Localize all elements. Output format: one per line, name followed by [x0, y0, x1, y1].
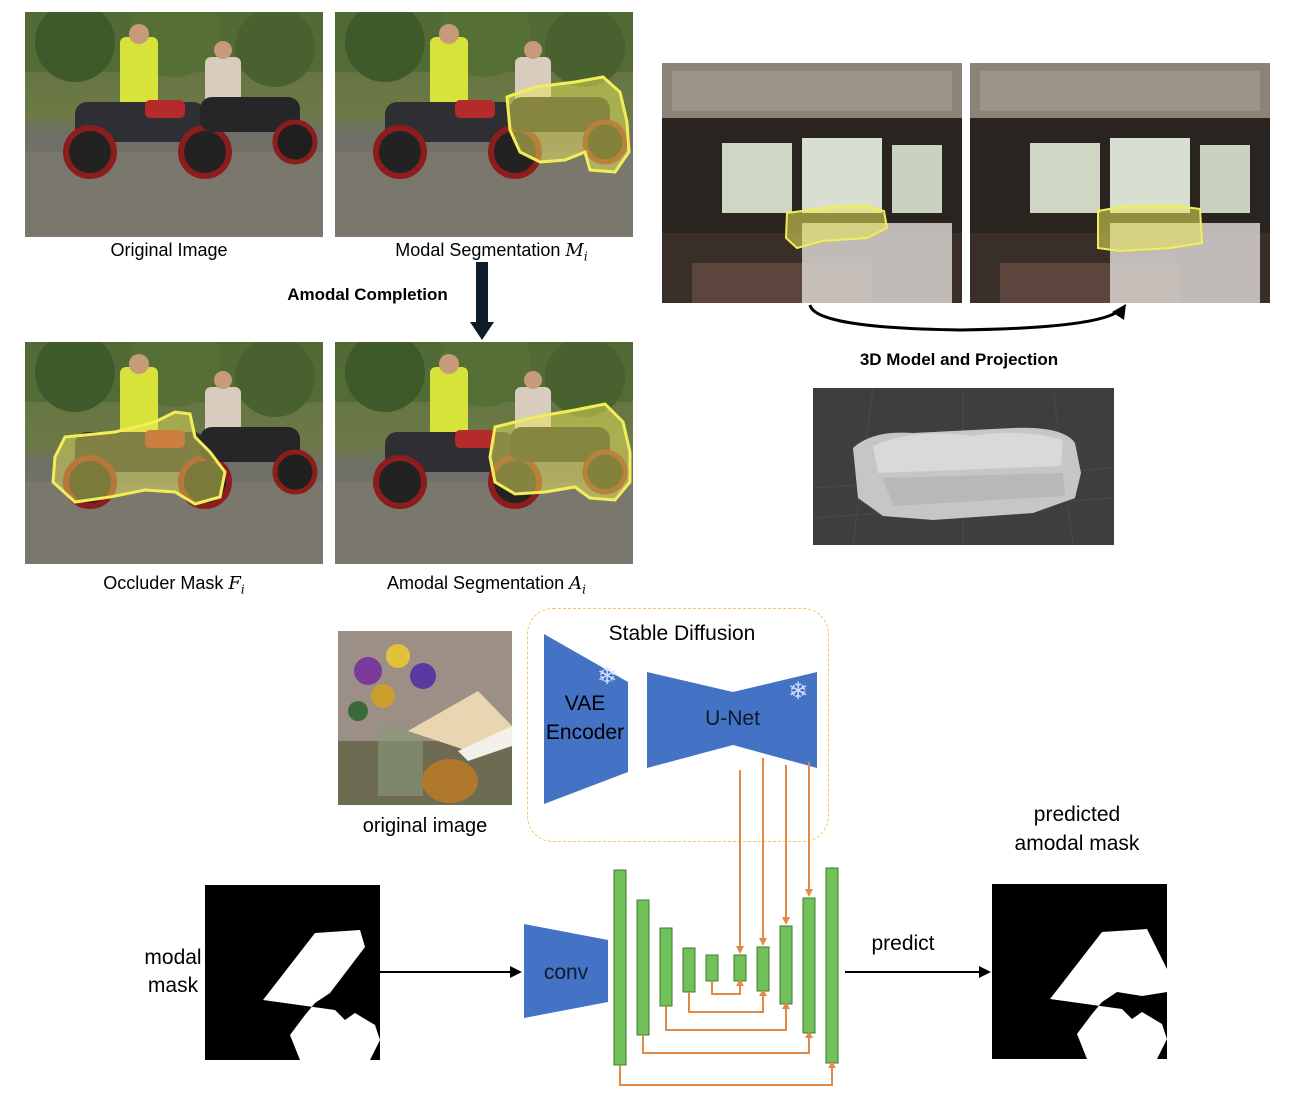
original-image-photo: [25, 12, 323, 237]
modal-mask-label-2: mask: [147, 974, 199, 997]
unet-bar: [636, 899, 650, 1036]
unet-bar: [733, 954, 747, 982]
amodal-completion-label: Amodal Completion: [287, 285, 448, 304]
unet-block: [647, 672, 817, 768]
unet-bar: [659, 927, 673, 1007]
unet-bar: [825, 867, 839, 1064]
projection-label: 3D Model and Projection: [859, 350, 1059, 369]
original-image-flowers: [338, 631, 512, 805]
predicted-mask-image: [992, 884, 1167, 1059]
snowflake-icon: ❄: [788, 677, 809, 705]
modal-segmentation-photo: [335, 12, 638, 237]
unet-bar: [802, 897, 816, 1034]
predict-arrow: [845, 966, 991, 978]
conv-label: conv: [543, 961, 589, 984]
amodal-completion-arrow: [470, 262, 494, 340]
projection-arrow: [808, 304, 1126, 332]
modal-mask-image: [205, 885, 380, 1060]
stable-diffusion-title: Stable Diffusion: [608, 622, 756, 645]
vae-label-2: Encoder: [545, 721, 625, 744]
vae-label-1: VAE: [564, 692, 606, 715]
predict-label: predict: [871, 932, 935, 955]
unet-bar: [779, 925, 793, 1005]
occluder-mask-photo: [25, 342, 323, 564]
original-image-caption: Original Image: [110, 240, 228, 260]
unet-bar: [613, 869, 627, 1066]
conv-block: [524, 924, 608, 1018]
snowflake-icon: ❄: [597, 662, 618, 690]
predicted-label-1: predicted: [1033, 803, 1121, 826]
unet-label: U-Net: [705, 707, 760, 730]
unet-bar: [705, 954, 719, 982]
room-view-right: [970, 63, 1276, 303]
arrow-to-conv: [380, 966, 522, 978]
amodal-segmentation-photo: [335, 342, 638, 564]
occluder-mask-caption: Occluder Mask Fi: [103, 573, 245, 597]
modal-segmentation-caption: Modal Segmentation Mi: [395, 240, 588, 264]
amodal-segmentation-caption: Amodal Segmentation Ai: [387, 573, 586, 597]
unet-bar: [756, 946, 770, 992]
original-image-label: original image: [362, 815, 488, 837]
stable-diffusion-box: [527, 608, 829, 842]
unet-decoder-diagram: [613, 758, 839, 1086]
predicted-label-2: amodal mask: [1014, 832, 1140, 855]
sofa-3d-model: [813, 388, 1114, 545]
unet-bar: [682, 947, 696, 993]
vae-encoder-block: [544, 634, 628, 804]
room-view-left: [662, 63, 962, 303]
modal-mask-label-1: modal: [144, 946, 202, 969]
